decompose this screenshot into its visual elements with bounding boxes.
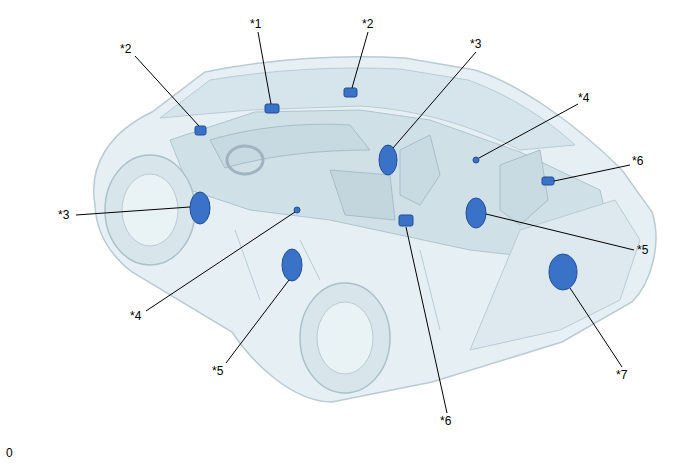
speakers (190, 88, 577, 290)
callout-number: *5 (637, 243, 648, 257)
steering-wheel (227, 146, 263, 174)
callout-number: *4 (130, 309, 141, 323)
callout-number: *2 (362, 17, 373, 31)
wheel (300, 283, 390, 393)
leader-lines (76, 32, 634, 413)
car-body (94, 57, 656, 402)
door-line (235, 230, 440, 330)
callout-number: *5 (212, 364, 223, 378)
dashboard (210, 124, 370, 168)
callout-number: *3 (470, 37, 481, 51)
console (330, 170, 395, 220)
callout-number: *1 (250, 17, 261, 31)
callout-number: *6 (632, 154, 643, 168)
wheel-hub (317, 302, 373, 374)
seat (400, 135, 440, 205)
callout-number: *4 (578, 91, 589, 105)
figure-code: 0 (6, 446, 13, 460)
callout-number: *3 (58, 208, 69, 222)
callout-number: *7 (616, 368, 627, 382)
callout-number: *2 (120, 42, 131, 56)
callout-number: *6 (440, 414, 451, 428)
seat (500, 150, 548, 225)
rear-hatch (470, 200, 640, 350)
